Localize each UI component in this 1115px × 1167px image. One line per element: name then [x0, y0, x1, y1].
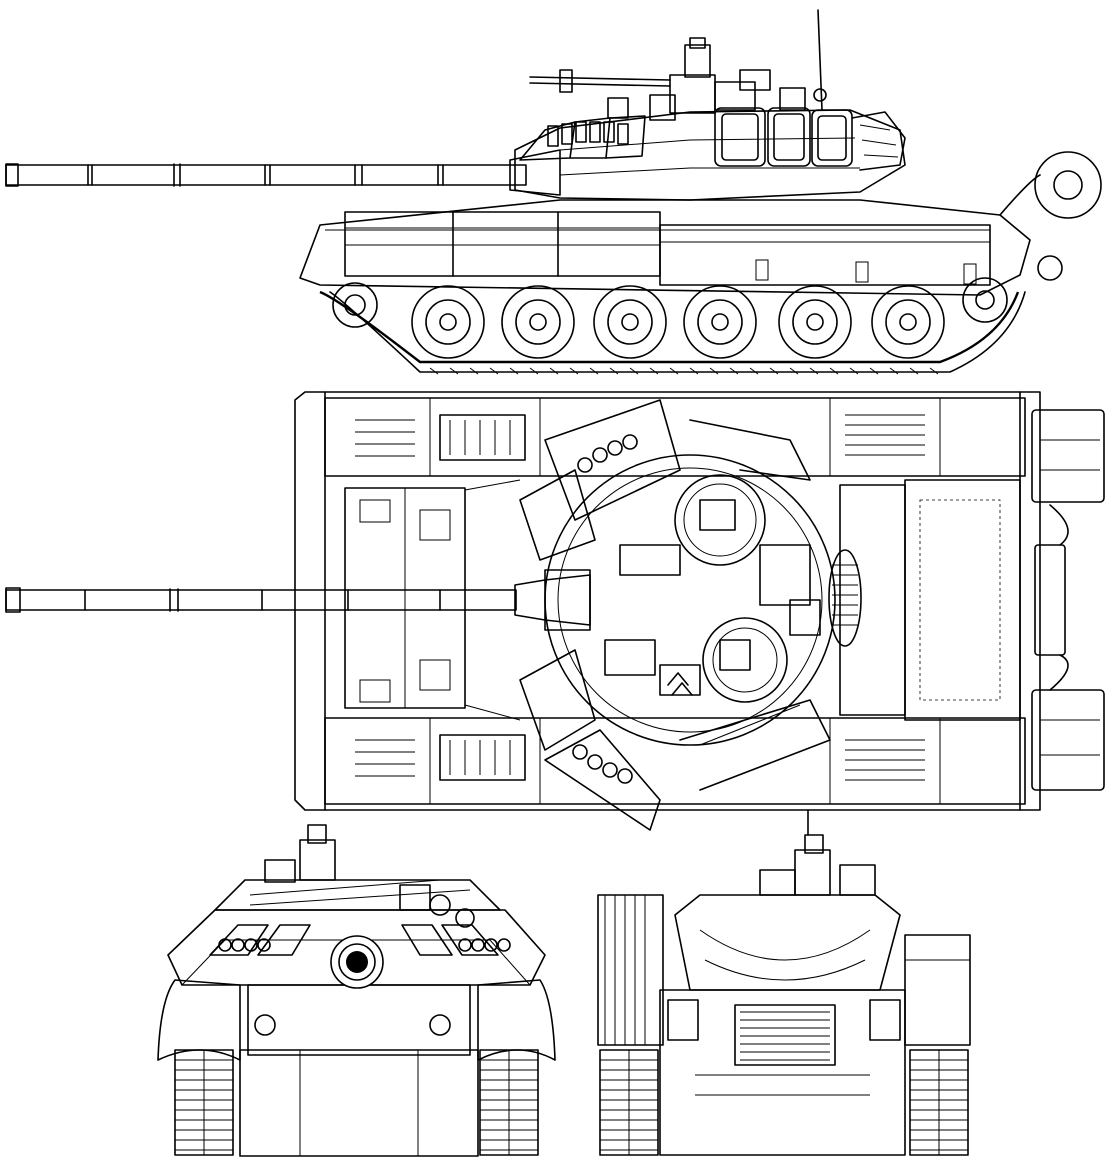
- top-engine-deck: [828, 479, 1021, 721]
- top-fuel-drums: [1031, 409, 1105, 791]
- top-view: [5, 391, 1105, 831]
- front-gun-muzzle: [330, 935, 384, 989]
- front-tracks: [174, 1049, 539, 1156]
- side-smoke-launchers: [547, 121, 629, 147]
- side-turret: [514, 9, 906, 201]
- side-running-gear: [319, 277, 1026, 375]
- top-gunner-hatch: [702, 617, 788, 703]
- top-gun-barrel: [5, 569, 591, 631]
- top-smoke-launchers: [572, 434, 638, 784]
- side-gun-barrel: [5, 149, 561, 196]
- top-commander-hatch: [674, 474, 766, 566]
- front-smoke-launchers: [218, 938, 511, 952]
- front-view: [157, 824, 556, 1157]
- top-fenders: [324, 397, 1026, 805]
- rear-view: [597, 809, 971, 1156]
- side-cupola: [529, 9, 827, 121]
- front-turret: [214, 824, 511, 989]
- top-turret: [519, 399, 836, 831]
- side-turret-stowage: [714, 107, 906, 171]
- rear-fuel-drums: [597, 894, 971, 1046]
- side-road-wheels: [411, 285, 945, 359]
- rear-turret: [674, 809, 901, 991]
- side-view: [5, 9, 1102, 375]
- side-hull: [299, 151, 1102, 296]
- top-front-hull: [344, 479, 521, 721]
- rear-tracks: [599, 1049, 969, 1156]
